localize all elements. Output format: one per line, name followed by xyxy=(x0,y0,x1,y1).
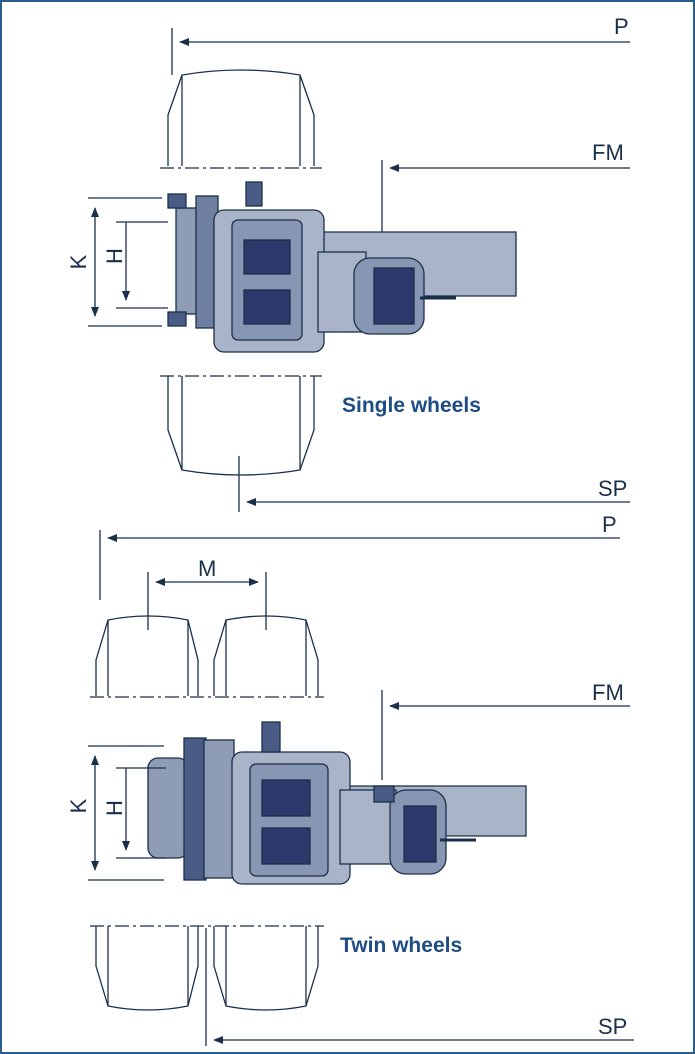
label-h-bottom: H xyxy=(102,800,127,816)
label-k-bottom: K xyxy=(66,798,91,813)
label-fm-top: FM xyxy=(592,140,624,165)
lower-tyre-twin-inner xyxy=(213,926,319,1011)
label-sp-top: SP xyxy=(598,476,627,501)
label-p-top: P xyxy=(614,14,629,39)
brake-assembly-single xyxy=(167,181,456,353)
single-wheels-section xyxy=(88,28,630,512)
label-fm-bottom: FM xyxy=(592,680,624,705)
brake-assembly-twin xyxy=(147,721,476,885)
caption-single-wheels: Single wheels xyxy=(342,394,481,417)
label-p-bottom: P xyxy=(602,512,617,537)
label-k-top: K xyxy=(66,254,91,269)
upper-tyre-twin-outer xyxy=(95,615,199,696)
twin-wheels-section xyxy=(88,530,634,1046)
upper-tyre-twin-inner xyxy=(213,615,319,696)
lower-tyre-single xyxy=(167,376,315,476)
label-m: M xyxy=(198,556,216,581)
lower-tyre-twin-outer xyxy=(95,926,199,1011)
upper-tyre-single xyxy=(167,69,315,166)
label-h-top: H xyxy=(102,248,127,264)
caption-twin-wheels: Twin wheels xyxy=(340,934,462,957)
label-sp-bottom: SP xyxy=(598,1014,627,1039)
